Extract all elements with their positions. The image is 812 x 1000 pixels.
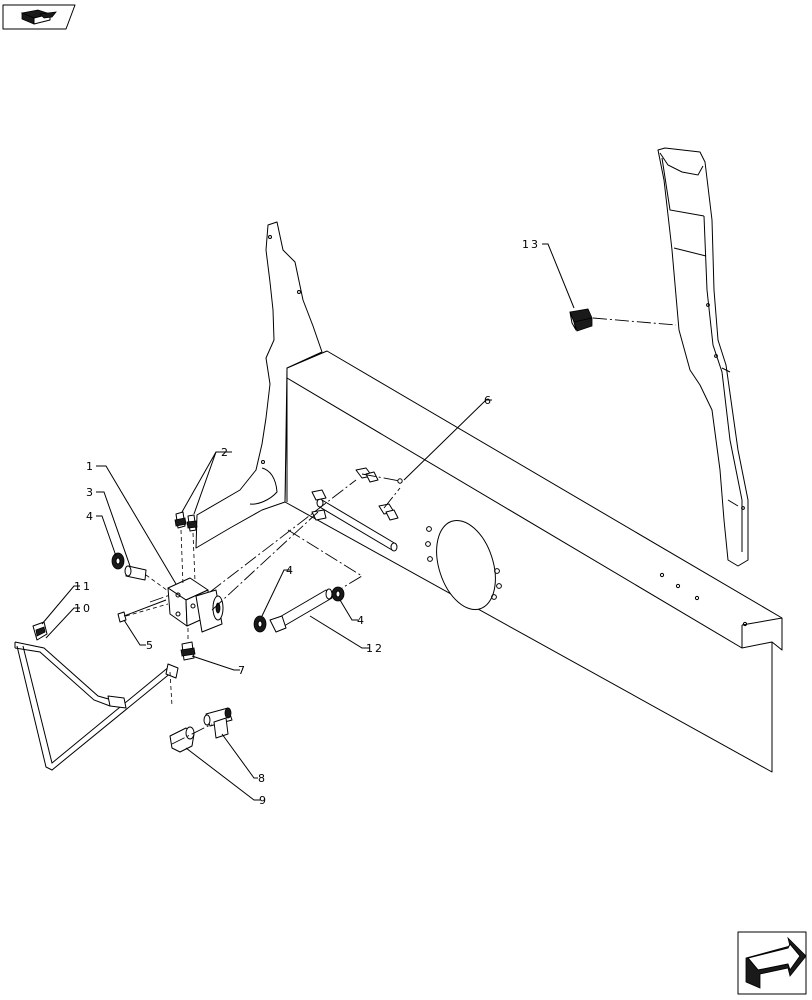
item-12-hose <box>269 588 333 633</box>
callout-3[interactable]: 3 <box>86 486 95 499</box>
callout-10[interactable]: 10 <box>74 602 92 615</box>
next-page-button[interactable] <box>737 931 807 995</box>
side-bracket <box>195 221 323 549</box>
item-10-tube <box>14 641 179 771</box>
next-page-arrow-icon <box>745 936 807 989</box>
callout-4-middle[interactable]: 4 <box>286 564 295 577</box>
callout-12[interactable]: 12 <box>366 642 384 655</box>
callout-9[interactable]: 9 <box>259 794 268 807</box>
callout-2[interactable]: 2 <box>221 446 230 459</box>
leader-lines <box>41 243 575 801</box>
item-13-switch <box>569 308 677 332</box>
frame-panel <box>284 350 783 773</box>
callout-4-left[interactable]: 4 <box>86 510 95 523</box>
callout-labels: 1 2 3 4 4 4 5 6 7 8 9 10 11 12 13 <box>74 238 540 807</box>
item-11-clip <box>32 621 48 641</box>
item-5-bolt <box>117 599 169 623</box>
callout-1[interactable]: 1 <box>86 460 95 473</box>
callout-8[interactable]: 8 <box>258 772 267 785</box>
item-4-nut-left <box>111 552 125 570</box>
item-3-plug <box>124 565 169 592</box>
guide-rod <box>311 489 398 552</box>
item-7-fitting <box>180 628 196 661</box>
item-4-nut-right <box>331 586 345 602</box>
parts-catalog-book-icon <box>20 9 57 25</box>
frame-clip-fittings <box>355 467 403 521</box>
item-8-tee <box>203 707 233 739</box>
callout-4-right[interactable]: 4 <box>357 614 366 627</box>
catalog-nav-button[interactable] <box>2 4 76 30</box>
item-1-valve-block <box>167 577 224 633</box>
side-fender-panel <box>657 147 749 567</box>
callout-13[interactable]: 13 <box>522 238 540 251</box>
callout-6[interactable]: 6 <box>484 394 493 407</box>
assembly-phantom-lines <box>149 473 401 745</box>
callout-7[interactable]: 7 <box>238 664 247 677</box>
callout-5[interactable]: 5 <box>146 639 155 652</box>
item-4-nut-middle <box>253 615 267 633</box>
item-2-fittings <box>174 511 198 586</box>
item-9-elbow <box>169 726 195 753</box>
callout-11[interactable]: 11 <box>74 580 92 593</box>
